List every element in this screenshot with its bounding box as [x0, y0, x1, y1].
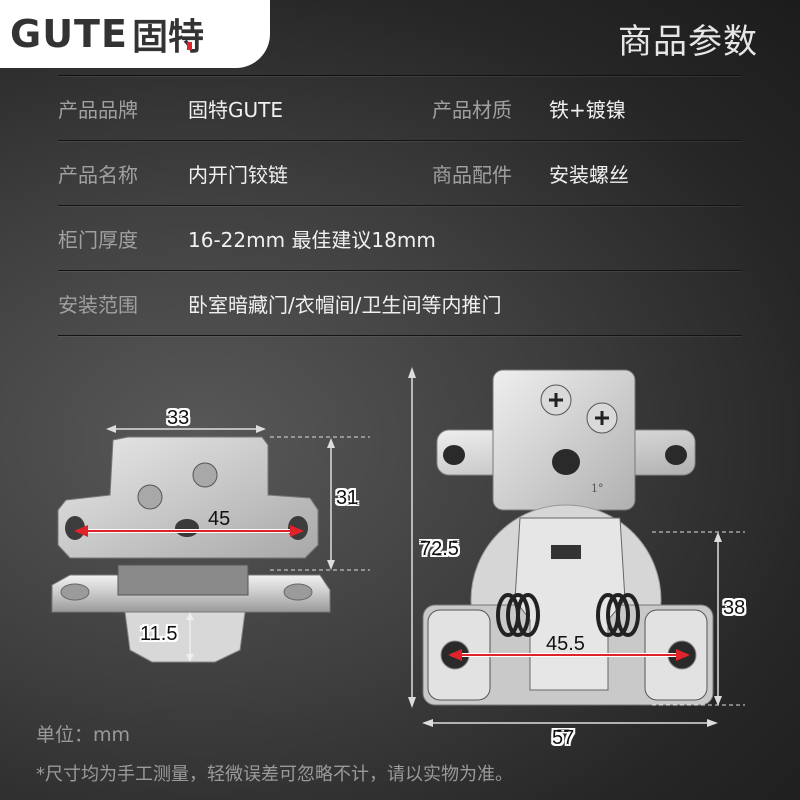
dim-hinge-base-height: 38: [723, 597, 746, 619]
brand-logo: GUTE 固特: [0, 0, 270, 68]
spec-value-accessories: 安装螺丝: [549, 162, 629, 187]
spec-table: 产品品牌 固特GUTE 产品材质 铁+镀镍 产品名称 内开门铰链 商品配件 安装…: [58, 76, 742, 336]
spec-value-install-scope: 卧室暗藏门/衣帽间/卫生间等内推门: [188, 292, 502, 317]
dim-cup-depth: 11.5: [140, 623, 178, 645]
spec-label-brand: 产品品牌: [58, 97, 138, 122]
divider: [58, 75, 742, 76]
measurement-note: *尺寸均为手工测量，轻微误差可忽略不计，请以实物为准。: [36, 764, 513, 785]
spec-label-material: 产品材质: [432, 97, 512, 122]
spec-label-accessories: 商品配件: [432, 162, 512, 187]
hinge-stamp: 1°: [591, 482, 604, 495]
unit-label: 单位：mm: [36, 724, 131, 746]
dim-hinge-height: 72.5: [420, 538, 459, 560]
cup-plate-diagram: 33 31 45 11.5: [51, 407, 370, 663]
spec-value-name: 内开门铰链: [188, 162, 288, 187]
dim-cup-top-width: 33: [167, 407, 190, 429]
spec-row: 产品名称 内开门铰链 商品配件 安装螺丝: [58, 141, 742, 206]
dim-hinge-width: 57: [552, 727, 575, 749]
dim-cup-hole-spacing: 45: [208, 508, 231, 530]
spec-label-door-thickness: 柜门厚度: [58, 227, 138, 252]
spec-value-door-thickness: 16-22mm 最佳建议18mm: [188, 227, 436, 252]
spec-label-name: 产品名称: [58, 162, 138, 187]
spec-value-brand: 固特GUTE: [188, 97, 283, 122]
spec-row: 产品品牌 固特GUTE 产品材质 铁+镀镍: [58, 76, 742, 141]
dim-cup-plate-height: 31: [336, 487, 359, 509]
spec-value-material: 铁+镀镍: [549, 97, 626, 122]
dim-hinge-hole-spacing: 45.5: [546, 633, 585, 655]
spec-label-install-scope: 安装范围: [58, 292, 138, 317]
cup-plate-illustration: [51, 425, 370, 663]
logo-latin: GUTE: [10, 12, 128, 56]
spec-row: 柜门厚度 16-22mm 最佳建议18mm: [58, 206, 742, 271]
logo-cn: 固特: [131, 17, 204, 58]
spec-row: 安装范围 卧室暗藏门/衣帽间/卫生间等内推门: [58, 271, 742, 336]
logo-red-mark: [186, 42, 192, 50]
page-title: 商品参数: [618, 22, 758, 62]
